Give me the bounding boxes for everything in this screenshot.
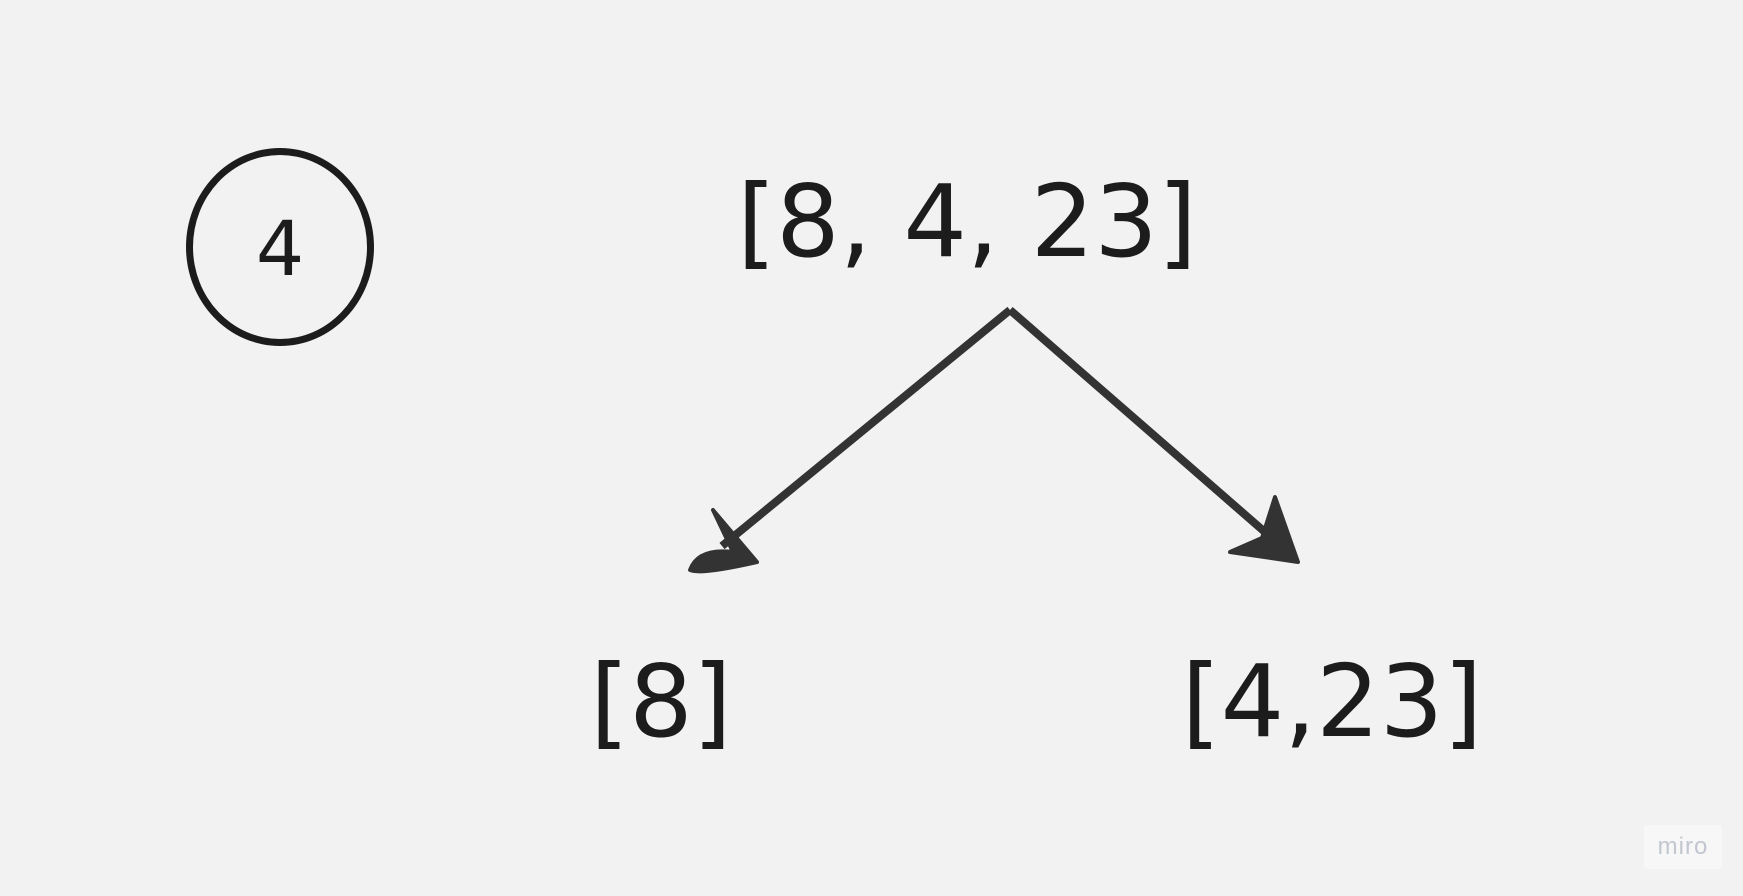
pivot-circle[interactable] — [186, 148, 374, 346]
miro-watermark: miro — [1644, 825, 1722, 869]
miro-watermark-text: miro — [1657, 833, 1709, 860]
edge-root-to-left[interactable] — [688, 306, 1013, 574]
arrowhead-left — [688, 508, 759, 574]
edge-root-to-right[interactable] — [1007, 306, 1300, 564]
pivot-label: 4 — [255, 204, 305, 293]
root-array-node[interactable]: [8, 4, 23] — [737, 163, 1197, 280]
right-array-node[interactable]: [4,23] — [1181, 643, 1483, 760]
arrowhead-right — [1228, 495, 1300, 564]
left-array-node[interactable]: [8] — [590, 643, 732, 760]
